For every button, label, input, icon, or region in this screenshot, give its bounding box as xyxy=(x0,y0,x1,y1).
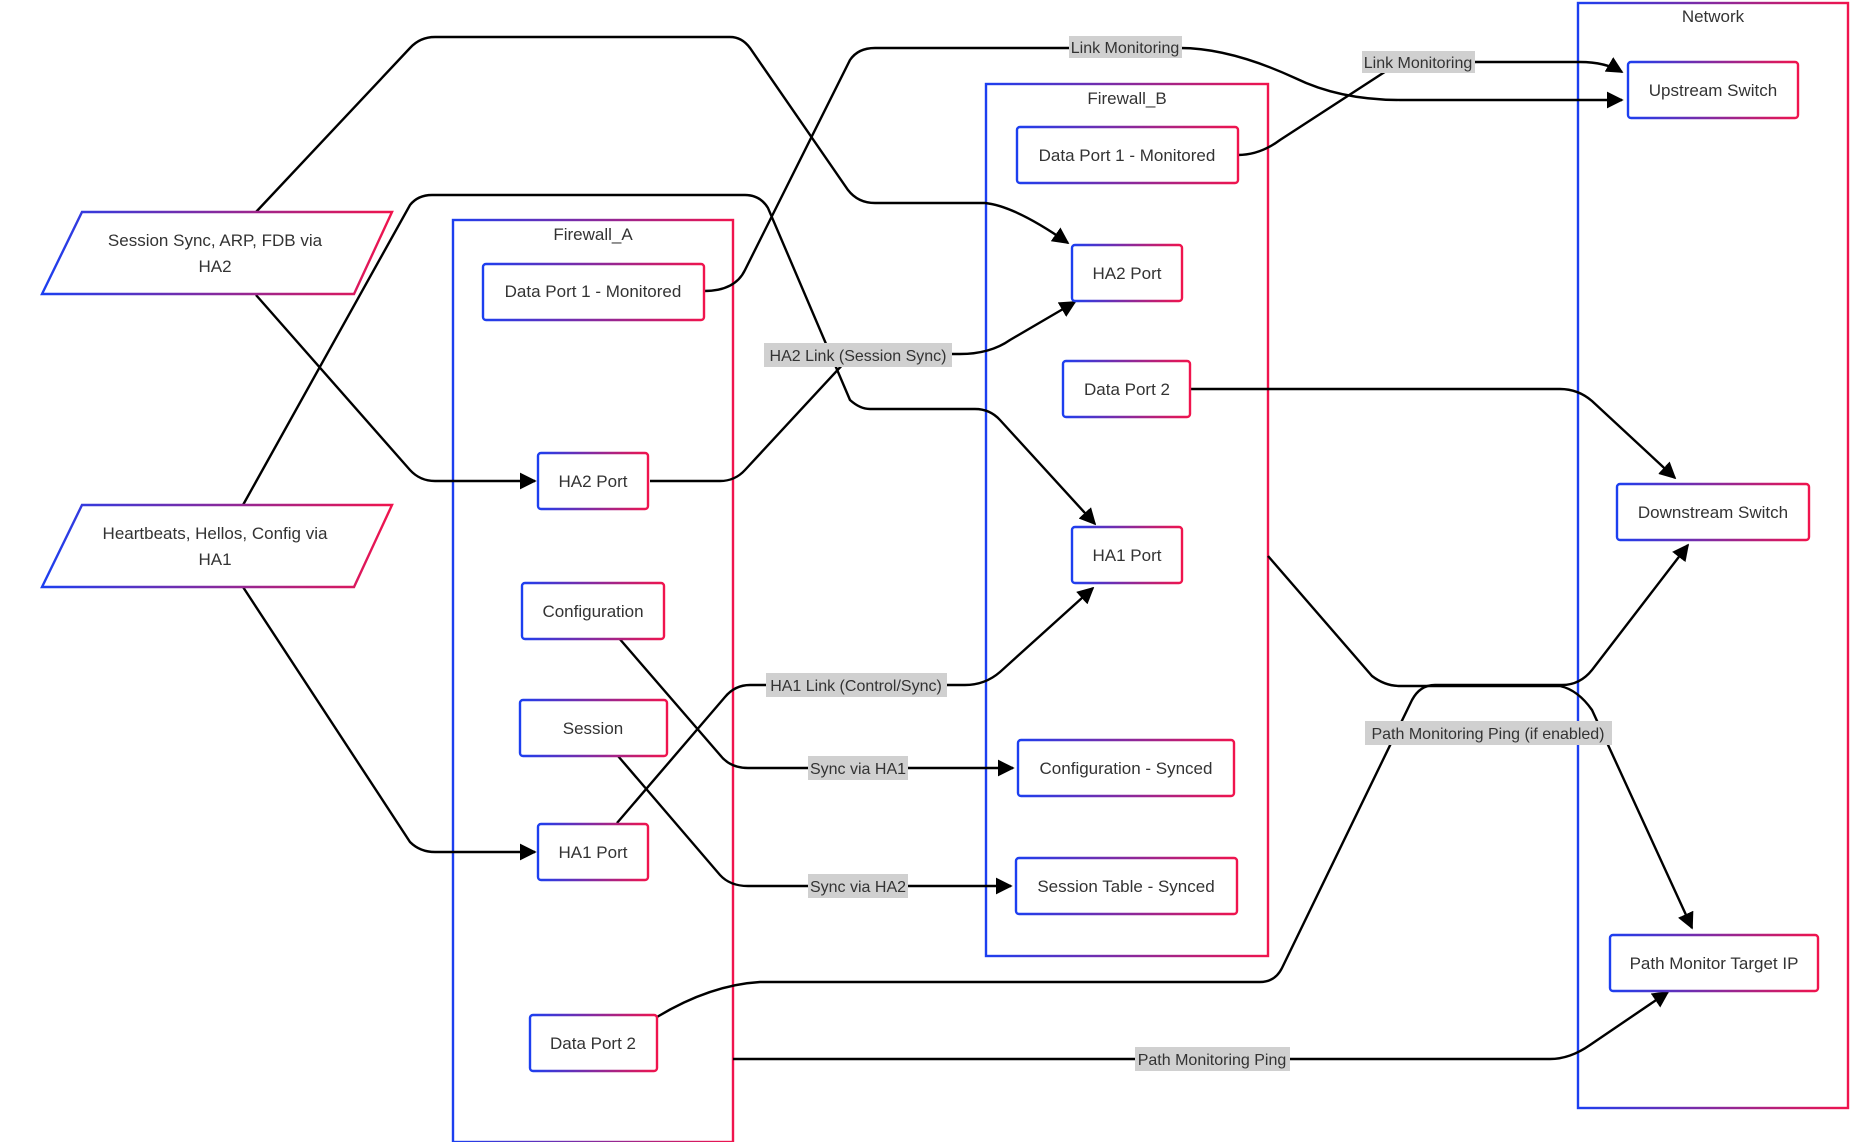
edge-label-path-monitoring-ping-enabled: Path Monitoring Ping (if enabled) xyxy=(1365,721,1612,745)
cluster-firewall-a: Firewall_A xyxy=(451,218,735,1142)
cluster-firewall-b-label: Firewall_B xyxy=(1087,89,1166,108)
edges xyxy=(241,35,1694,1061)
edge-label-text: Sync via HA1 xyxy=(810,761,906,778)
node-a-data-port-1: Data Port 1 - Monitored xyxy=(481,262,706,322)
node-a-data-port-2: Data Port 2 xyxy=(528,1013,659,1073)
edge-label-text: HA2 Link (Session Sync) xyxy=(770,348,947,365)
node-label: Session Table - Synced xyxy=(1037,877,1214,896)
edge-hb-msg-to-b-ha1 xyxy=(241,193,1097,526)
edge-a-data2-to-downstream xyxy=(656,543,1690,1019)
node-label: Session xyxy=(563,719,623,738)
edge-b-data2-to-downstream xyxy=(1190,387,1677,480)
edge-label-sync-ha2: Sync via HA2 xyxy=(808,874,908,898)
edge-label-link-monitoring-b: Link Monitoring xyxy=(1362,51,1475,73)
node-label: HA1 Port xyxy=(1093,546,1162,565)
node-label: Upstream Switch xyxy=(1649,81,1777,100)
node-session-sync-message: Session Sync, ARP, FDB via HA2 xyxy=(40,210,394,296)
edge-session-msg-to-a-ha2 xyxy=(255,294,537,490)
edge-label-link-monitoring-a: Link Monitoring xyxy=(1069,36,1182,58)
node-label-line1: Session Sync, ARP, FDB via xyxy=(108,231,323,250)
edge-label-text: HA1 Link (Control/Sync) xyxy=(770,678,942,695)
node-label: Data Port 2 xyxy=(1084,380,1170,399)
node-heartbeat-message: Heartbeats, Hellos, Config via HA1 xyxy=(40,503,394,589)
node-a-session: Session xyxy=(518,698,669,758)
edge-label-path-monitoring-ping: Path Monitoring Ping xyxy=(1135,1047,1290,1071)
edge-label-sync-ha1: Sync via HA1 xyxy=(808,756,908,780)
edge-label-ha1-link: HA1 Link (Control/Sync) xyxy=(766,673,947,697)
edge-label-ha2-link: HA2 Link (Session Sync) xyxy=(764,343,952,367)
cluster-network-label: Network xyxy=(1682,7,1745,26)
node-b-data-port-2: Data Port 2 xyxy=(1061,359,1192,419)
edge-a-session-sync xyxy=(617,755,1013,895)
node-b-configuration-synced: Configuration - Synced xyxy=(1016,738,1236,798)
node-path-monitor-target: Path Monitor Target IP xyxy=(1608,933,1820,993)
edge-b-data1-link-monitoring xyxy=(1237,57,1624,157)
node-b-session-table-synced: Session Table - Synced xyxy=(1014,856,1239,916)
node-downstream-switch: Downstream Switch xyxy=(1615,482,1811,542)
node-upstream-switch: Upstream Switch xyxy=(1626,60,1800,120)
node-label-line2: HA2 xyxy=(198,257,231,276)
cluster-firewall-b: Firewall_B xyxy=(984,82,1270,958)
edge-session-msg-to-b-ha2 xyxy=(255,35,1070,244)
node-label: Data Port 1 - Monitored xyxy=(1039,146,1216,165)
node-a-configuration: Configuration xyxy=(520,581,666,641)
node-a-ha2-port: HA2 Port xyxy=(536,451,650,511)
node-label: HA2 Port xyxy=(1093,264,1162,283)
edge-label-text: Link Monitoring xyxy=(1071,40,1180,57)
node-label: Configuration - Synced xyxy=(1040,759,1213,778)
edge-hb-msg-to-a-ha1 xyxy=(241,586,537,861)
node-label: Configuration xyxy=(542,602,643,621)
node-b-data-port-1: Data Port 1 - Monitored xyxy=(1015,125,1240,185)
node-label: Path Monitor Target IP xyxy=(1630,954,1799,973)
node-label-line1: Heartbeats, Hellos, Config via xyxy=(103,524,328,543)
node-label-line2: HA1 xyxy=(198,550,231,569)
edge-label-text: Path Monitoring Ping (if enabled) xyxy=(1371,726,1604,743)
edge-label-text: Sync via HA2 xyxy=(810,879,906,896)
node-label: Data Port 2 xyxy=(550,1034,636,1053)
edge-label-text: Path Monitoring Ping xyxy=(1138,1052,1287,1069)
node-label: Downstream Switch xyxy=(1638,503,1788,522)
edge-label-text: Link Monitoring xyxy=(1364,55,1473,72)
node-label: HA2 Port xyxy=(559,472,628,491)
node-label: Data Port 1 - Monitored xyxy=(505,282,682,301)
node-a-ha1-port: HA1 Port xyxy=(536,822,650,882)
edge-b-fw-path-monitoring xyxy=(1267,555,1694,930)
node-label: HA1 Port xyxy=(559,843,628,862)
cluster-network: Network xyxy=(1576,1,1850,1110)
node-b-ha1-port: HA1 Port xyxy=(1070,525,1184,585)
edge-a-data1-link-monitoring xyxy=(703,46,1624,293)
edge-a-ha2-to-b-ha2 xyxy=(650,300,1077,483)
edge-a-config-sync xyxy=(617,636,1015,777)
edge-a-fw-path-monitoring xyxy=(733,991,1670,1061)
cluster-firewall-a-label: Firewall_A xyxy=(553,225,633,244)
node-b-ha2-port: HA2 Port xyxy=(1070,243,1184,303)
